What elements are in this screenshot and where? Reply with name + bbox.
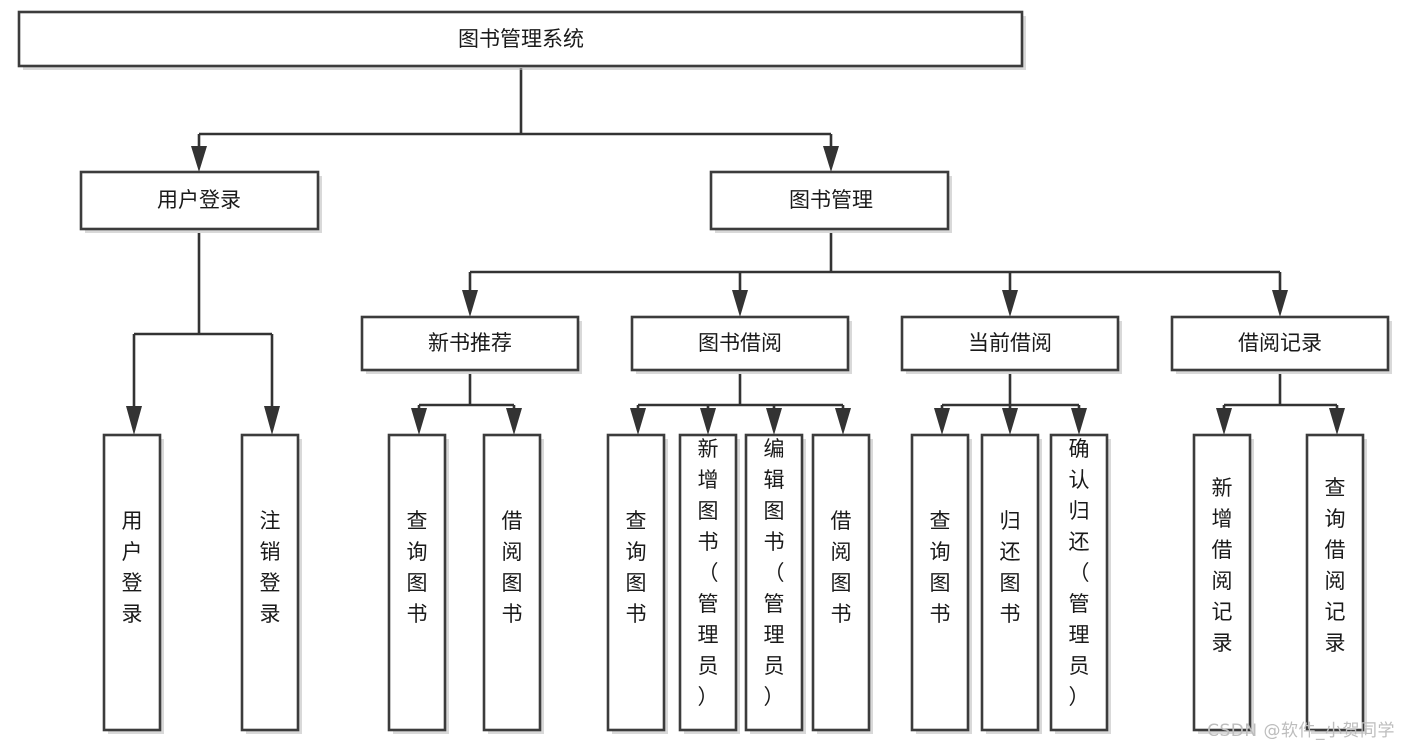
node-leaf-query-record[interactable]: 查询借阅记录 [1305, 433, 1367, 734]
node-new-book-recommend-label: 新书推荐 [428, 331, 512, 355]
node-leaf-add-book-label: 新增图书（管理员） [698, 437, 719, 709]
arrow-to-leaf-add-book [700, 408, 716, 435]
arrow-to-leaf-edit-book [766, 408, 782, 435]
connector-user-login-to-leaves [126, 233, 280, 435]
node-leaf-query-record-label: 查询借阅记录 [1325, 476, 1346, 655]
arrow-to-leaf-confirm-return [1071, 408, 1087, 435]
arrow-to-leaf-query-book-1 [411, 408, 427, 435]
node-leaf-user-login-label: 用户登录 [122, 509, 143, 626]
connector-borrow-record-to-leaves [1216, 374, 1345, 435]
node-user-login-box[interactable] [79, 170, 320, 231]
node-leaf-query-record-box[interactable] [1305, 433, 1365, 732]
node-user-login-label: 用户登录 [157, 188, 241, 212]
node-leaf-user-logout-box[interactable] [240, 433, 300, 732]
node-leaf-borrow-book-2[interactable]: 借阅图书 [811, 433, 873, 734]
node-current-borrow-label: 当前借阅 [968, 331, 1052, 355]
connector-current-borrow-to-leaves [934, 374, 1087, 435]
node-leaf-add-book-box[interactable] [678, 433, 738, 732]
node-leaf-return-book-label: 归还图书 [1000, 509, 1021, 626]
node-leaf-borrow-book-1[interactable]: 借阅图书 [482, 433, 544, 734]
arrow-to-book-manage [823, 146, 839, 172]
node-leaf-user-login-box[interactable] [102, 433, 162, 732]
node-user-login[interactable]: 用户登录 [79, 170, 322, 233]
node-leaf-query-book-3-label: 查询图书 [930, 509, 951, 626]
connector-book-borrow-to-leaves [630, 374, 851, 435]
arrow-to-leaf-query-book-2 [630, 408, 646, 435]
node-leaf-confirm-return-box[interactable] [1049, 433, 1109, 732]
node-new-book-recommend-box[interactable] [360, 315, 580, 372]
arrow-to-leaf-borrow-book-1 [506, 408, 522, 435]
node-leaf-query-book-3-box[interactable] [910, 433, 970, 732]
node-root-box[interactable] [17, 10, 1024, 68]
arrow-to-leaf-user-logout [264, 406, 280, 435]
csdn-watermark: CSDN @软件_小贺同学 [1207, 721, 1395, 741]
node-leaf-query-book-1-label: 查询图书 [407, 509, 428, 626]
node-borrow-record-box[interactable] [1170, 315, 1390, 372]
connector-book-manage-to-level3 [462, 233, 1288, 317]
connector-root-to-level2 [191, 68, 839, 172]
node-leaf-add-record[interactable]: 新增借阅记录 [1192, 433, 1254, 734]
node-leaf-borrow-book-1-box[interactable] [482, 433, 542, 732]
node-leaf-query-book-2-label: 查询图书 [626, 509, 647, 626]
node-leaf-add-record-box[interactable] [1192, 433, 1252, 732]
node-leaf-add-book[interactable]: 新增图书（管理员） [678, 433, 740, 734]
node-book-manage-label: 图书管理 [789, 188, 873, 212]
node-leaf-borrow-book-2-label: 借阅图书 [831, 509, 852, 626]
node-leaf-user-logout-label: 注销登录 [260, 509, 281, 626]
node-book-manage-box[interactable] [709, 170, 950, 231]
node-leaf-user-logout[interactable]: 注销登录 [240, 433, 302, 734]
node-current-borrow-box[interactable] [900, 315, 1120, 372]
arrow-to-user-login [191, 146, 207, 172]
node-leaf-return-book[interactable]: 归还图书 [980, 433, 1042, 734]
node-leaf-edit-book-box[interactable] [744, 433, 804, 732]
arrow-to-current-borrow [1002, 290, 1018, 317]
node-leaf-query-book-3[interactable]: 查询图书 [910, 433, 972, 734]
node-leaf-borrow-book-1-label: 借阅图书 [502, 509, 523, 626]
arrow-to-borrow-record [1272, 290, 1288, 317]
arrow-to-book-borrow [732, 290, 748, 317]
node-leaf-add-record-label: 新增借阅记录 [1212, 476, 1233, 655]
node-root[interactable]: 图书管理系统 [17, 10, 1026, 70]
arrow-to-leaf-borrow-book-2 [835, 408, 851, 435]
node-leaf-query-book-2[interactable]: 查询图书 [606, 433, 668, 734]
arrow-to-leaf-query-record [1329, 408, 1345, 435]
arrow-to-leaf-query-book-3 [934, 408, 950, 435]
node-new-book-recommend[interactable]: 新书推荐 [360, 315, 582, 374]
leaf-nodes-layer: 用户登录 注销登录 查询图书 借阅图书 查询图书 [102, 433, 1367, 734]
node-leaf-user-login[interactable]: 用户登录 [102, 433, 164, 734]
node-book-manage[interactable]: 图书管理 [709, 170, 952, 233]
node-root-label: 图书管理系统 [458, 27, 584, 51]
node-leaf-query-book-1[interactable]: 查询图书 [387, 433, 449, 734]
node-leaf-query-book-2-box[interactable] [606, 433, 666, 732]
arrow-to-leaf-add-record [1216, 408, 1232, 435]
node-book-borrow[interactable]: 图书借阅 [630, 315, 852, 374]
node-book-borrow-label: 图书借阅 [698, 331, 782, 355]
node-current-borrow[interactable]: 当前借阅 [900, 315, 1122, 374]
arrow-to-leaf-user-login [126, 406, 142, 435]
node-borrow-record[interactable]: 借阅记录 [1170, 315, 1392, 374]
node-leaf-query-book-1-box[interactable] [387, 433, 447, 732]
arrow-to-new-book-recommend [462, 290, 478, 317]
node-leaf-confirm-return-label: 确认归还（管理员） [1069, 437, 1090, 709]
connector-new-book-recommend-to-leaves [411, 374, 522, 435]
node-leaf-confirm-return[interactable]: 确认归还（管理员） [1049, 433, 1111, 734]
arrow-to-leaf-return-book [1002, 408, 1018, 435]
node-borrow-record-label: 借阅记录 [1238, 331, 1322, 355]
node-leaf-edit-book-label: 编辑图书（管理员） [764, 437, 785, 709]
connectors-layer [126, 68, 1345, 435]
node-leaf-borrow-book-2-box[interactable] [811, 433, 871, 732]
node-leaf-return-book-box[interactable] [980, 433, 1040, 732]
node-leaf-edit-book[interactable]: 编辑图书（管理员） [744, 433, 806, 734]
node-book-borrow-box[interactable] [630, 315, 850, 372]
